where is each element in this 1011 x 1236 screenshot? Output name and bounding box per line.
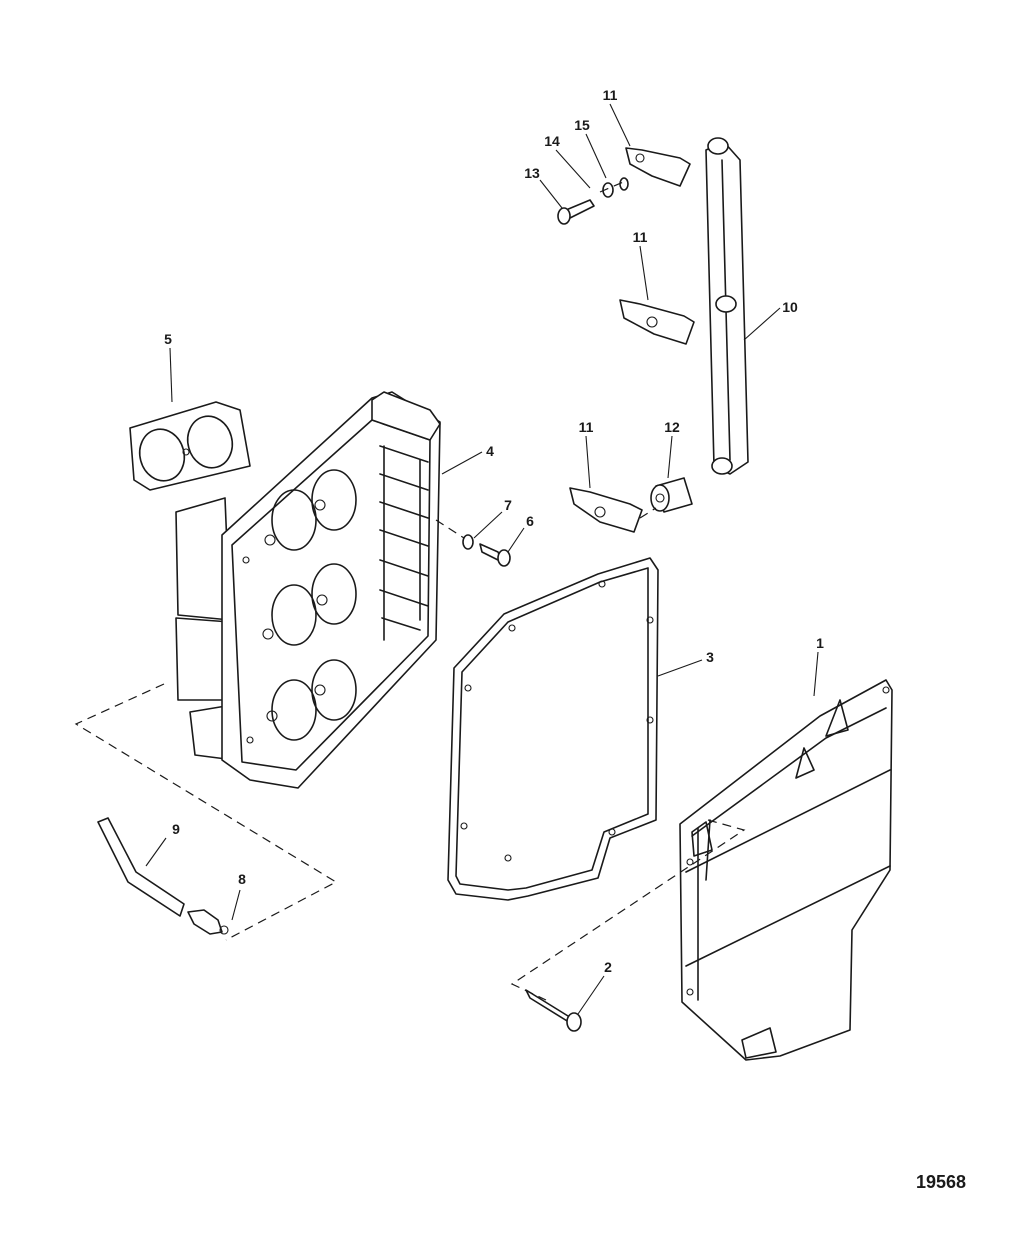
part-4-adaptor-plate: [175, 391, 441, 789]
part-11-clip-lower: [569, 487, 643, 533]
part-10-link-rod: [705, 137, 749, 475]
part-8-fitting: [187, 909, 229, 935]
callout-labels: 1 2 3 4 5 6 7 8 9 10 11 11 11 12 13 14 1…: [164, 87, 824, 975]
part-11-clip-top: [625, 147, 691, 187]
callout-9: 9: [172, 821, 180, 837]
part-9-hose: [97, 817, 185, 917]
callout-11-top: 11: [603, 87, 618, 103]
callout-6: 6: [526, 513, 534, 529]
part-3-gasket: [447, 557, 659, 901]
callout-13: 13: [524, 165, 540, 181]
callout-5: 5: [164, 331, 172, 347]
callout-8: 8: [238, 871, 246, 887]
part-12-roller: [650, 477, 693, 513]
callout-11-middle: 11: [633, 229, 648, 245]
callout-2: 2: [604, 959, 612, 975]
callout-14: 14: [544, 133, 560, 149]
callout-15: 15: [574, 117, 590, 133]
leader-lines: [145, 103, 819, 1015]
callout-11-lower: 11: [579, 419, 594, 435]
part-14-washer: [602, 182, 614, 198]
callout-4: 4: [486, 443, 494, 459]
part-7-washer: [462, 534, 474, 550]
callout-3: 3: [706, 649, 714, 665]
callout-10: 10: [782, 299, 798, 315]
part-6-screw: [479, 543, 511, 567]
callout-1: 1: [816, 635, 824, 651]
part-1-cover: [679, 679, 893, 1061]
assembly-lines: [74, 179, 746, 1001]
figure-number: 19568: [916, 1172, 966, 1192]
part-15-washer: [619, 177, 629, 191]
part-5-gasket: [129, 401, 251, 491]
part-13-screw: [557, 199, 595, 225]
callout-12: 12: [664, 419, 680, 435]
callout-7: 7: [504, 497, 512, 513]
part-11-clip-middle: [619, 299, 695, 345]
part-2-screw: [525, 989, 582, 1032]
